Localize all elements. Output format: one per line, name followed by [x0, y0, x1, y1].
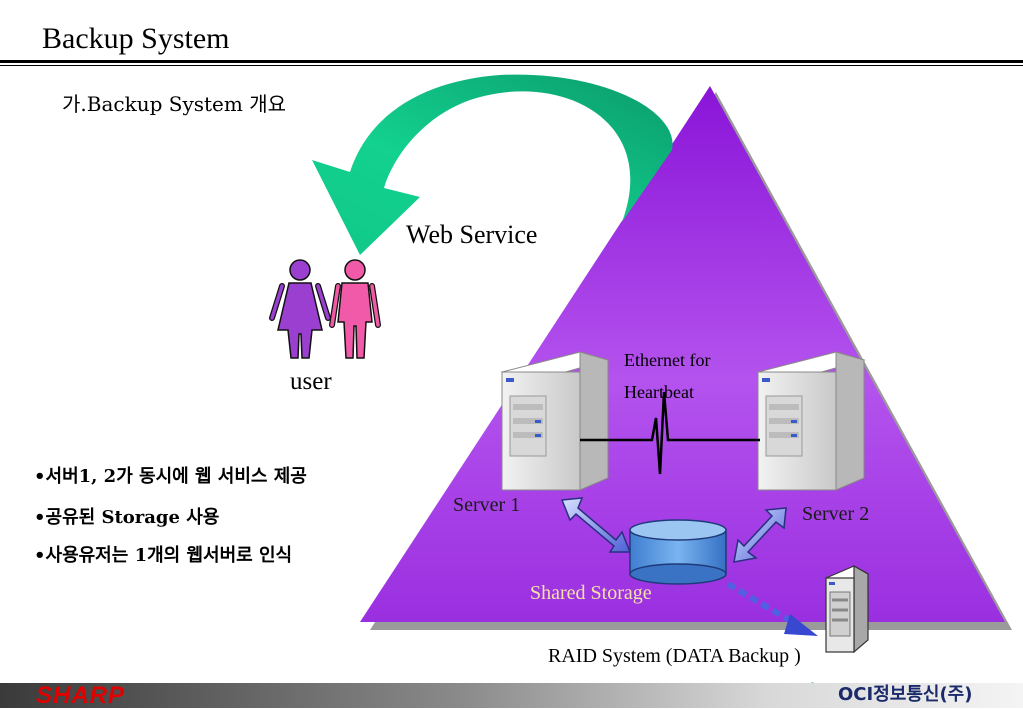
- page-title: Backup System: [42, 22, 230, 55]
- user-label: user: [290, 368, 332, 395]
- raid-system-icon: [824, 564, 870, 654]
- user-female-icon: [269, 259, 331, 359]
- server-2-icon: [756, 351, 866, 491]
- web-service-label: Web Service: [406, 220, 538, 249]
- backup-dashed-arrow: [726, 581, 818, 636]
- raid-system-label: RAID System (DATA Backup ): [548, 645, 801, 667]
- heartbeat-line: [580, 391, 760, 475]
- server2-storage-double-arrow: [733, 507, 787, 563]
- section-title: 가.Backup System 개요: [62, 92, 286, 116]
- header-rule-thin: [0, 65, 1023, 66]
- server-1-icon: [500, 351, 610, 491]
- oci-company-name: OCI정보통신(주): [838, 684, 973, 705]
- web-service-arrow: [312, 74, 673, 255]
- server-1-label: Server 1: [453, 494, 521, 516]
- server-2-label: Server 2: [802, 503, 870, 525]
- shared-storage-label: Shared Storage: [530, 582, 652, 604]
- user-male-icon: [329, 259, 381, 359]
- sharp-logo: SHARP: [36, 682, 126, 709]
- shared-storage-icon: [629, 519, 727, 585]
- header-rule-thick: [0, 60, 1023, 63]
- footer-bar: [0, 683, 1023, 708]
- ethernet-label-line1: Ethernet for: [624, 350, 711, 370]
- ethernet-label-line2: Heartbeat: [624, 382, 694, 402]
- bullet-item: •공유된 Storage 사용: [34, 507, 220, 528]
- ethernet-heartbeat-label: Ethernet for Heartbeat: [624, 344, 710, 408]
- bullet-item: •서버1, 2가 동시에 웹 서비스 제공: [34, 466, 307, 487]
- bullet-item: •사용유저는 1개의 웹서버로 인식: [34, 545, 293, 566]
